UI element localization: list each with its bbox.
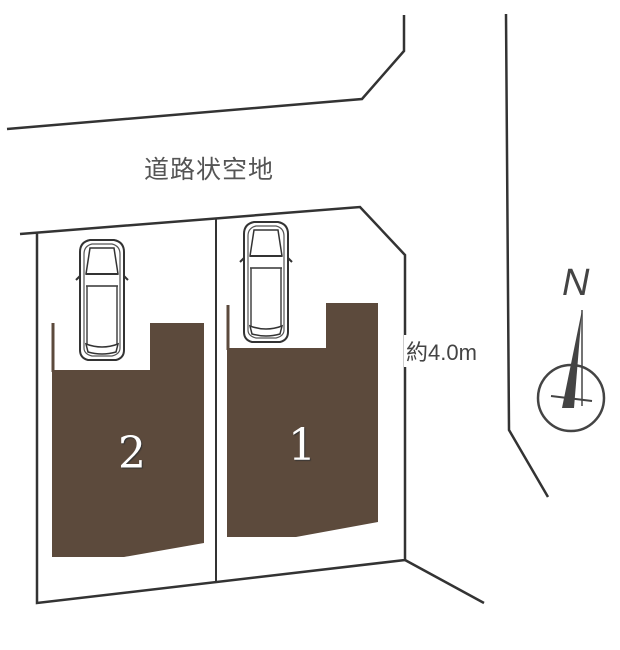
- north-arrow-icon: [536, 310, 606, 433]
- road-label: 道路状空地: [144, 155, 275, 184]
- lot-boundary: [19, 205, 407, 605]
- lot-number-1: 1: [288, 420, 316, 471]
- road-boundary-right: [504, 13, 550, 498]
- building-lot-2: [52, 323, 204, 557]
- road-boundary-lower: [404, 558, 485, 605]
- car-icon: [239, 221, 293, 343]
- building-lot-1: [227, 303, 378, 537]
- car-icon: [75, 239, 129, 361]
- lot-number-2: 2: [118, 428, 146, 479]
- road-boundary-top: [6, 15, 406, 131]
- north-label: N: [562, 262, 590, 304]
- road-width-label: 約4.0m: [404, 335, 479, 367]
